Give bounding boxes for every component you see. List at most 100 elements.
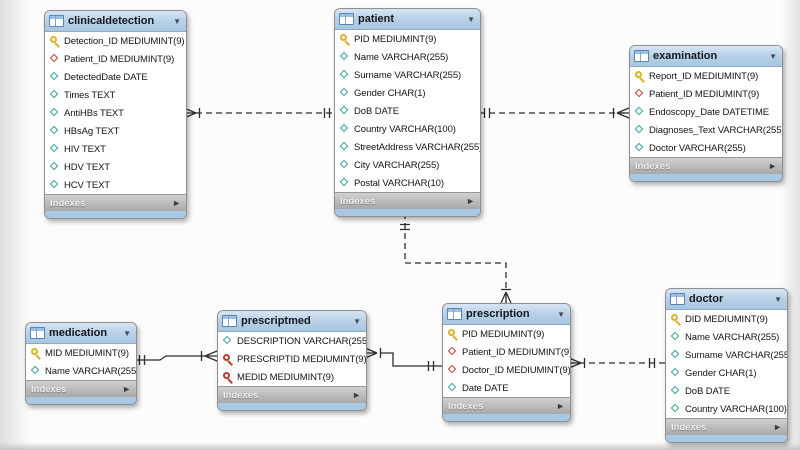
collapse-arrow-icon[interactable]: ▼	[774, 294, 782, 304]
field-row[interactable]: Report_ID MEDIUMINT(9)	[630, 67, 782, 85]
field-row[interactable]: Country VARCHAR(100)	[666, 400, 787, 418]
expand-arrow-icon[interactable]: ►	[768, 160, 777, 171]
field-row[interactable]: Times TEXT	[45, 86, 186, 104]
field-row[interactable]: MID MEDIUMINT(9)	[26, 344, 136, 362]
field-row[interactable]: Name VARCHAR(255)	[26, 362, 136, 380]
field-row[interactable]: Postal VARCHAR(10)	[335, 174, 480, 192]
table-header[interactable]: medication ▼	[26, 323, 136, 344]
table-footer-strip	[443, 414, 570, 421]
field-text: Diagnoses_Text VARCHAR(255)	[649, 124, 783, 136]
relationship-prescription-doctor[interactable]	[568, 357, 665, 369]
field-row[interactable]: HIV TEXT	[45, 140, 186, 158]
table-medication[interactable]: medication ▼ MID MEDIUMINT(9) Name VARCH…	[25, 322, 137, 405]
relationship-prescriptmed-prescription[interactable]	[364, 347, 442, 371]
collapse-arrow-icon[interactable]: ▼	[769, 51, 777, 61]
table-examination[interactable]: examination ▼ Report_ID MEDIUMINT(9) Pat…	[629, 45, 783, 182]
table-header[interactable]: prescription ▼	[443, 304, 570, 325]
indexes-label: Indexes	[448, 400, 484, 412]
relationship-clinicaldetection-patient[interactable]	[183, 107, 334, 119]
table-header[interactable]: clinicaldetection ▼	[45, 11, 186, 32]
column-icon	[634, 142, 646, 154]
table-header[interactable]: patient ▼	[335, 9, 480, 30]
column-icon	[339, 177, 351, 189]
field-row[interactable]: DetectedDate DATE	[45, 68, 186, 86]
field-text: Surname VARCHAR(255)	[685, 349, 788, 361]
field-text: City VARCHAR(255)	[354, 159, 440, 171]
expand-arrow-icon[interactable]: ►	[773, 421, 782, 432]
column-icon	[339, 105, 351, 117]
field-text: Name VARCHAR(255)	[685, 331, 780, 343]
indexes-row[interactable]: Indexes►	[45, 194, 186, 211]
indexes-row[interactable]: Indexes►	[666, 418, 787, 435]
field-row[interactable]: Patient_ID MEDIUMINT(9)	[630, 85, 782, 103]
field-text: Times TEXT	[64, 89, 116, 101]
field-row[interactable]: Endoscopy_Date DATETIME	[630, 103, 782, 121]
column-icon	[670, 385, 682, 397]
table-patient[interactable]: patient ▼ PID MEDIUMINT(9) Name VARCHAR(…	[334, 8, 481, 217]
field-row[interactable]: Detection_ID MEDIUMINT(9)	[45, 32, 186, 50]
expand-arrow-icon[interactable]: ►	[466, 195, 475, 206]
table-title: medication	[49, 327, 108, 339]
field-row[interactable]: Gender CHAR(1)	[666, 364, 787, 382]
indexes-row[interactable]: Indexes ►	[443, 397, 570, 414]
table-clinicaldetection[interactable]: clinicaldetection ▼ Detection_ID MEDIUMI…	[44, 10, 187, 219]
field-row[interactable]: Diagnoses_Text VARCHAR(255)	[630, 121, 782, 139]
field-row[interactable]: DoB DATE	[335, 102, 480, 120]
field-row[interactable]: Date DATE	[443, 379, 570, 397]
field-row[interactable]: DoB DATE	[666, 382, 787, 400]
field-row[interactable]: Doctor_ID MEDIUMINT(9)	[443, 361, 570, 379]
field-row[interactable]: Patient_ID MEDIUMINT(9)	[45, 50, 186, 68]
relationship-medication-prescriptmed[interactable]	[135, 350, 218, 365]
primary-key-icon	[634, 70, 646, 82]
field-row[interactable]: Name VARCHAR(255)	[335, 48, 480, 66]
expand-arrow-icon[interactable]: ►	[122, 383, 131, 394]
expand-arrow-icon[interactable]: ►	[556, 400, 565, 411]
field-row[interactable]: StreetAddress VARCHAR(255)	[335, 138, 480, 156]
column-icon	[49, 89, 61, 101]
column-icon	[670, 367, 682, 379]
table-doctor[interactable]: doctor ▼ DID MEDIUMINT(9) Name VARCHAR(2…	[665, 288, 788, 443]
table-prescription[interactable]: prescription ▼ PID MEDIUMINT(9) Patient_…	[442, 303, 571, 422]
collapse-arrow-icon[interactable]: ▼	[467, 14, 475, 24]
expand-arrow-icon[interactable]: ►	[352, 389, 361, 400]
field-row[interactable]: DESCRIPTION VARCHAR(255)	[218, 332, 366, 350]
expand-arrow-icon[interactable]: ►	[172, 197, 181, 208]
indexes-row[interactable]: Indexes►	[630, 157, 782, 174]
collapse-arrow-icon[interactable]: ▼	[353, 316, 361, 326]
table-prescriptmed[interactable]: prescriptmed ▼ DESCRIPTION VARCHAR(255) …	[217, 310, 367, 411]
field-row[interactable]: MEDID MEDIUMINT(9)	[218, 368, 366, 386]
indexes-row[interactable]: Indexes►	[335, 192, 480, 209]
table-title: patient	[358, 13, 395, 25]
field-row[interactable]: Surname VARCHAR(255)	[335, 66, 480, 84]
relationship-patient-examination[interactable]	[479, 107, 630, 119]
collapse-arrow-icon[interactable]: ▼	[557, 309, 565, 319]
field-row[interactable]: DID MEDIUMINT(9)	[666, 310, 787, 328]
field-row[interactable]: Patient_ID MEDIUMINT(9)	[443, 343, 570, 361]
field-row[interactable]: PRESCRIPTID MEDIUMINT(9)	[218, 350, 366, 368]
field-row[interactable]: Country VARCHAR(100)	[335, 120, 480, 138]
indexes-row[interactable]: Indexes►	[218, 386, 366, 403]
field-row[interactable]: AntiHBs TEXT	[45, 104, 186, 122]
field-row[interactable]: Name VARCHAR(255)	[666, 328, 787, 346]
field-row[interactable]: Gender CHAR(1)	[335, 84, 480, 102]
field-row[interactable]: HCV TEXT	[45, 176, 186, 194]
primary-key-icon	[49, 35, 61, 47]
collapse-arrow-icon[interactable]: ▼	[123, 328, 131, 338]
field-row[interactable]: Surname VARCHAR(255)	[666, 346, 787, 364]
field-row[interactable]: PID MEDIUMINT(9)	[335, 30, 480, 48]
field-row[interactable]: Doctor VARCHAR(255)	[630, 139, 782, 157]
table-header[interactable]: doctor ▼	[666, 289, 787, 310]
field-row[interactable]: City VARCHAR(255)	[335, 156, 480, 174]
field-row[interactable]: HDV TEXT	[45, 158, 186, 176]
indexes-row[interactable]: Indexes►	[26, 380, 136, 397]
collapse-arrow-icon[interactable]: ▼	[173, 16, 181, 26]
column-icon	[339, 69, 351, 81]
table-header[interactable]: prescriptmed ▼	[218, 311, 366, 332]
relationship-patient-prescription[interactable]	[400, 213, 512, 304]
table-header[interactable]: examination ▼	[630, 46, 782, 67]
field-text: Report_ID MEDIUMINT(9)	[649, 70, 759, 82]
field-row[interactable]: PID MEDIUMINT(9)	[443, 325, 570, 343]
field-row[interactable]: HBsAg TEXT	[45, 122, 186, 140]
